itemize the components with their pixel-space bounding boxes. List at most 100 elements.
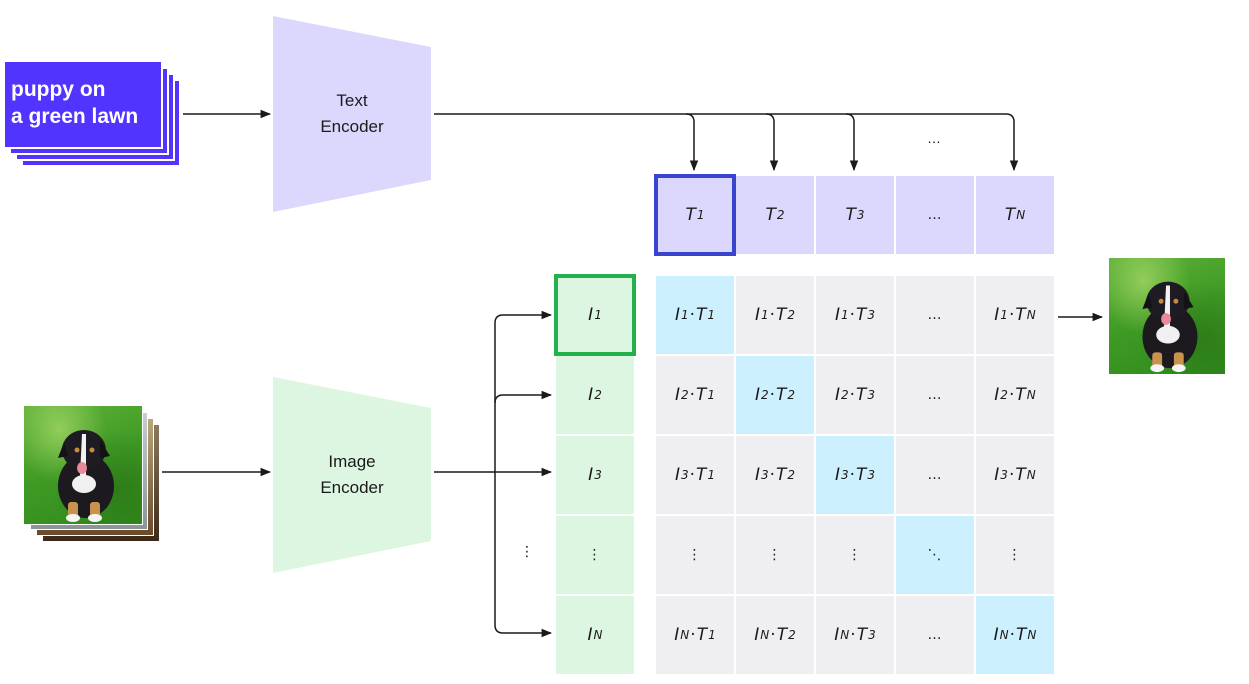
matrix-cell-sub: 2 <box>787 388 796 402</box>
matrix-cell-base: T <box>776 465 787 485</box>
matrix-cell-sub: 2 <box>840 388 849 402</box>
matrix-cell-dot: · <box>849 465 856 485</box>
matrix-cell-sub: 3 <box>868 628 876 642</box>
arrow-encoder-to-t1 <box>434 113 699 172</box>
matrix-cell-dot: · <box>1009 625 1016 645</box>
matrix-cell-sub: N <box>999 628 1009 642</box>
matrix-cell-base: I <box>754 305 760 325</box>
matrix-cell-base: T <box>856 625 868 645</box>
matrix-cell-dot: · <box>849 385 856 405</box>
matrix-cell-sub: 1 <box>708 628 716 642</box>
matrix-cell-base: T <box>696 465 707 485</box>
matrix-cell-base: I <box>834 465 840 485</box>
matrix-cell-base: T <box>1015 385 1026 405</box>
t2-base: T <box>765 205 776 225</box>
matrix-cell-base: T <box>856 385 867 405</box>
i1-sub: 1 <box>594 308 602 322</box>
t1-base: T <box>685 205 696 225</box>
matrix-cell-r4-c4: ⋱ <box>896 516 974 594</box>
output-puppy-drawing <box>1142 281 1198 373</box>
matrix-cell-sub: 2 <box>680 388 689 402</box>
matrix-cell-base: I <box>754 465 760 485</box>
matrix-cell-base: T <box>856 465 867 485</box>
matrix-ellipsis: … <box>927 387 943 403</box>
arrow-encoder-to-i1 <box>494 310 553 472</box>
arrow-encoder-to-t3 <box>766 113 859 172</box>
i3-sub: 3 <box>594 468 602 482</box>
matrix-cell-dot: · <box>1008 305 1015 325</box>
puppy-drawing <box>58 430 114 522</box>
matrix-cell-base: I <box>754 625 760 645</box>
matrix-cell-sub: 1 <box>680 308 689 322</box>
matrix-cell-base: I <box>674 625 680 645</box>
matrix-cell-base: T <box>1016 625 1027 645</box>
tn-base: T <box>1004 205 1016 225</box>
matrix-cell-r4-c2: ⋮ <box>736 516 814 594</box>
image-encoder-shape <box>273 377 431 573</box>
text-encoder-label: Text Encoder <box>320 91 384 136</box>
matrix-ellipsis: … <box>927 307 943 323</box>
matrix-cell-sub: 1 <box>707 388 716 402</box>
matrix-cell-sub: 1 <box>1000 308 1008 322</box>
matrix-ellipsis: ⋮ <box>687 547 703 563</box>
matrix-cell-dot: · <box>690 625 696 645</box>
matrix-cell-base: I <box>994 465 1000 485</box>
matrix-cell-r5-c4: … <box>896 596 974 674</box>
arrow-encoder-to-in <box>494 472 553 638</box>
matrix-cell-sub: N <box>840 628 850 642</box>
text-card-front: puppy on a green lawn <box>3 60 163 149</box>
text-embedding-ellipsis: … <box>896 176 974 254</box>
matrix-cell-base: T <box>1015 465 1026 485</box>
matrix-cell-sub: 2 <box>787 308 796 322</box>
t2-sub: 2 <box>776 208 785 222</box>
matrix-cell-base: I <box>754 385 760 405</box>
matrix-ellipsis: ⋱ <box>927 547 943 563</box>
matrix-cell-sub: N <box>1027 628 1037 642</box>
matrix-cell-sub: N <box>1026 388 1036 402</box>
matrix-cell-dot: · <box>689 465 696 485</box>
matrix-cell-sub: N <box>680 628 690 642</box>
matrix-cell-base: I <box>834 625 840 645</box>
output-puppy-photo-icon <box>1108 257 1226 375</box>
i1-base: I <box>588 305 594 325</box>
matrix-cell-sub: 3 <box>840 468 849 482</box>
caption-text: puppy on a green lawn <box>11 78 139 128</box>
in-base: I <box>587 625 593 645</box>
matrix-cell-sub: 2 <box>787 468 796 482</box>
matrix-cell-base: T <box>1015 305 1026 325</box>
matrix-cell-base: I <box>994 385 1000 405</box>
matrix-cell-base: I <box>994 305 1000 325</box>
matrix-cell-r3-c4: … <box>896 436 974 514</box>
matrix-cell-sub: 3 <box>1000 468 1008 482</box>
matrix-ellipsis: ⋮ <box>767 547 783 563</box>
matrix-cell-r1-c4: … <box>896 276 974 354</box>
matrix-cell-dot: · <box>769 305 776 325</box>
image-embedding-ellipsis: ⋮ <box>556 516 634 594</box>
t1-sub: 1 <box>696 208 705 222</box>
matrix-cell-dot: · <box>769 385 776 405</box>
matrix-cell-sub: 1 <box>840 308 849 322</box>
matrix-cell-r4-c3: ⋮ <box>816 516 894 594</box>
matrix-cell-base: T <box>696 625 708 645</box>
matrix-cell-base: T <box>776 305 787 325</box>
matrix-cell-dot: · <box>689 305 696 325</box>
text-arrows-ellipsis: … <box>927 130 941 146</box>
matrix-cell-dot: · <box>1008 465 1015 485</box>
matrix-cell-sub: 3 <box>867 388 876 402</box>
matrix-cell-dot: · <box>1008 385 1015 405</box>
